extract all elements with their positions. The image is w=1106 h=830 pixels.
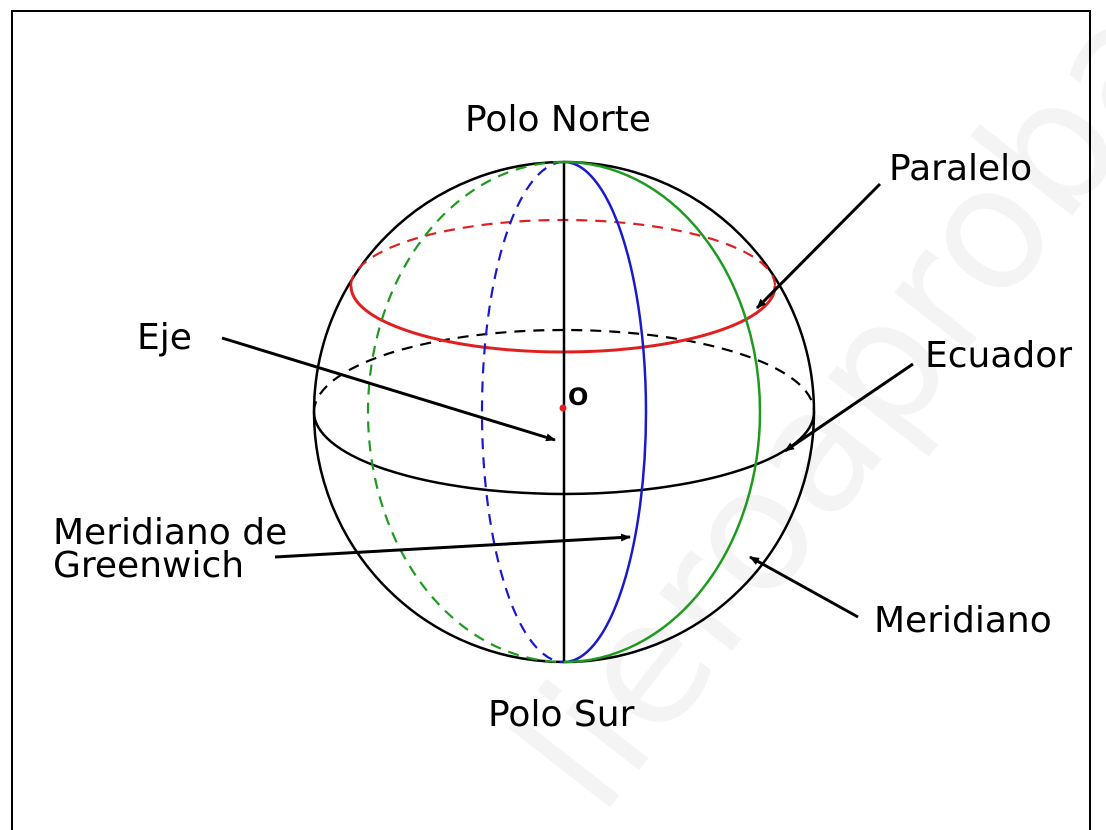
- meridian-back: [366, 160, 565, 664]
- center-point: [559, 404, 567, 412]
- equator-back: [312, 328, 816, 413]
- center-label: O: [568, 383, 588, 411]
- diagram-frame: [11, 10, 1091, 830]
- parallel-arrow: [755, 182, 882, 310]
- greenwich-meridian-front: [563, 160, 648, 664]
- greenwich-label-line2: Greenwich: [53, 545, 244, 586]
- parallel-label: Paralelo: [889, 148, 1032, 189]
- equator-arrow: [784, 362, 914, 453]
- south-pole-label: Polo Sur: [488, 694, 635, 735]
- meridian-front: [563, 160, 762, 664]
- meridian-label: Meridiano: [874, 600, 1052, 641]
- greenwich-arrow: [274, 533, 631, 559]
- north-pole-label: Polo Norte: [465, 99, 651, 140]
- meridian-arrow: [749, 555, 859, 619]
- axis-label: Eje: [137, 317, 192, 358]
- greenwich-meridian-back: [480, 160, 565, 664]
- axis-arrow: [221, 336, 556, 442]
- greenwich-label-line1: Meridiano de: [53, 512, 287, 553]
- equator-label: Ecuador: [925, 335, 1072, 376]
